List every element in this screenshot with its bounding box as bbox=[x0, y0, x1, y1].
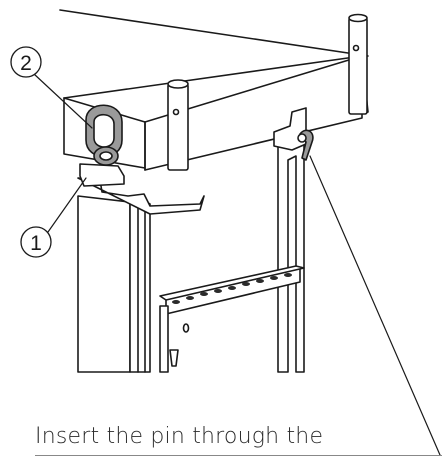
left-panel-side bbox=[129, 199, 151, 373]
callout-2-circle bbox=[10, 46, 42, 78]
leader-line-1 bbox=[47, 177, 87, 233]
callout-1-label: 1 bbox=[30, 232, 42, 255]
foot-peg bbox=[169, 349, 179, 367]
callout-1-circle bbox=[20, 226, 52, 258]
leader-line-pin bbox=[309, 155, 441, 456]
instruction-text: Insert the pin through the bbox=[35, 424, 324, 449]
caption-divider bbox=[35, 455, 442, 456]
middle-post bbox=[167, 83, 189, 171]
center-leg bbox=[159, 305, 169, 373]
left-panel bbox=[77, 195, 131, 373]
table-top bbox=[0, 0, 442, 60]
hook-bracket bbox=[79, 163, 125, 187]
right-post bbox=[348, 17, 368, 115]
left-panel-bracket bbox=[77, 177, 205, 215]
leader-line-2 bbox=[33, 73, 93, 129]
callout-2-label: 2 bbox=[20, 52, 32, 75]
table-back-edge bbox=[59, 9, 369, 57]
crossbar-top bbox=[159, 265, 305, 301]
right-leg-frame bbox=[277, 131, 305, 373]
